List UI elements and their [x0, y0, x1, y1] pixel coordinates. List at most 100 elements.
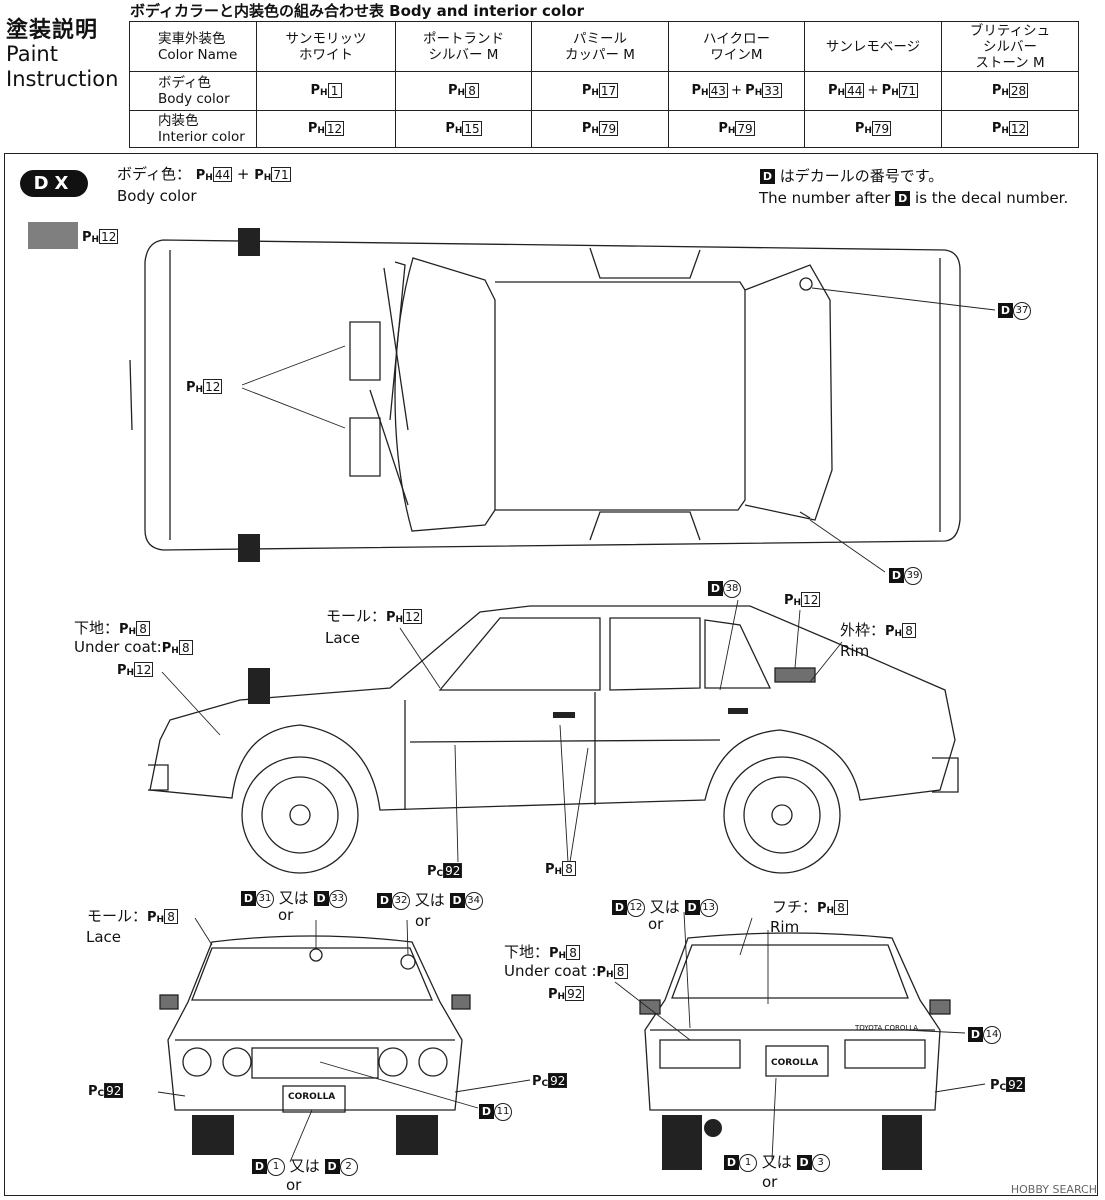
- decal-note-en-b: is the decal number.: [915, 189, 1069, 207]
- row-head-en: Color Name: [158, 46, 238, 63]
- paint-code-box: 8: [164, 909, 179, 924]
- row-head-jp: 内装色: [158, 113, 199, 129]
- or-en-12: or: [648, 915, 664, 933]
- under-jp: 下地：: [74, 619, 120, 637]
- ph-prefix: P: [581, 83, 592, 98]
- callout-front-lace-en: Lace: [86, 928, 122, 946]
- ph-prefix: P: [161, 641, 172, 656]
- ph-code: PH: [549, 946, 566, 961]
- ph-code: PH: [448, 83, 465, 98]
- color-combination-table: 実車外装色 Color Name サンモリッツホワイト ポートランドシルバー M…: [129, 21, 1079, 148]
- car-front-view: [157, 917, 531, 1163]
- lace-jp: モール：: [87, 907, 148, 925]
- paint-code-box: 33: [762, 82, 782, 98]
- ph-prefix: P: [147, 910, 157, 925]
- pc-code: PC: [990, 1078, 1006, 1093]
- ph-sub: H: [591, 88, 599, 98]
- callout-fuchi-en: Rim: [770, 918, 800, 936]
- pc-sub: C: [999, 1083, 1007, 1093]
- or-jp: 又は: [414, 891, 445, 909]
- ph-prefix: P: [195, 168, 206, 183]
- decal-mark: D: [968, 1027, 983, 1042]
- ph-sub: H: [1001, 126, 1009, 136]
- decal-mark: D: [724, 1155, 739, 1170]
- ph-prefix: P: [254, 168, 264, 183]
- decal-mark: D: [684, 900, 700, 915]
- decal-number: 14: [983, 1025, 1001, 1044]
- ph-code: PH: [162, 641, 179, 656]
- ph-prefix: P: [82, 230, 92, 245]
- plus-sign: +: [236, 165, 250, 183]
- or-en-1: or: [286, 1176, 302, 1194]
- ph-prefix: P: [881, 83, 892, 98]
- paint-code-box: 15: [462, 120, 482, 136]
- ph-sub: H: [558, 951, 567, 961]
- ph-prefix: P: [827, 83, 838, 98]
- paint-code-box: 79: [598, 120, 619, 136]
- or-jp: 又は: [649, 898, 680, 916]
- decal-number: 12: [627, 898, 645, 917]
- body-color-en: Body color: [117, 187, 197, 205]
- ph-sub: H: [606, 970, 614, 980]
- ph-code: PH: [784, 593, 801, 608]
- cell-line: ワインM: [710, 46, 763, 63]
- paint-code-box: 8: [136, 621, 151, 636]
- ph-sub: H: [591, 126, 599, 136]
- or-jp: 又は: [289, 1157, 320, 1175]
- paint-code-box: 44: [845, 82, 865, 98]
- cell-line: シルバー M: [428, 46, 499, 63]
- ph-prefix: P: [691, 83, 702, 98]
- ph-code: PH: [691, 83, 708, 98]
- decal-number: 1: [739, 1153, 757, 1172]
- paint-code-box: 8: [566, 945, 581, 960]
- ph-sub: H: [454, 126, 463, 136]
- ph-sub: H: [395, 615, 404, 625]
- ph-code: PH: [386, 610, 403, 625]
- pc-code: PC: [88, 1084, 104, 1099]
- row-head-jp: 実車外装色: [158, 30, 226, 47]
- cell-line: ポートランド: [423, 30, 504, 47]
- paint-code-box: 12: [203, 379, 223, 394]
- ph-sub: H: [826, 906, 835, 916]
- ph-code: PH: [254, 168, 271, 183]
- ph-sub: H: [1001, 88, 1009, 98]
- front-plate: COROLLA: [288, 1092, 336, 1102]
- ph-code: PH: [855, 121, 872, 136]
- paint-code-box: 92: [565, 986, 585, 1001]
- ph-prefix: P: [991, 83, 1002, 98]
- ph-sub: H: [557, 992, 566, 1002]
- ph-sub: H: [701, 88, 709, 98]
- row-head-en: Body color: [158, 91, 230, 107]
- ph-code: PH: [310, 83, 327, 98]
- paint-code-box: 71: [271, 167, 291, 182]
- table-row: 実車外装色 Color Name サンモリッツホワイト ポートランドシルバー M…: [129, 21, 1079, 72]
- decal-mark: D: [612, 900, 627, 915]
- car-top-view: [129, 228, 996, 573]
- cell-line: ハイクロー: [703, 30, 770, 47]
- pc-prefix: P: [990, 1078, 1000, 1093]
- ph-prefix: P: [548, 987, 558, 1002]
- paint-code-box: 8: [613, 964, 628, 979]
- paint-code-box: 92: [1006, 1077, 1026, 1092]
- decal-number: 33: [328, 889, 347, 908]
- decal-mark: D: [895, 191, 911, 206]
- decal-number: 37: [1013, 301, 1031, 320]
- pc-code: PC: [427, 864, 443, 879]
- paint-code-box: 8: [562, 861, 577, 876]
- color-name-cell: サンレモベージ: [804, 21, 942, 72]
- ph-code: PH: [828, 83, 845, 98]
